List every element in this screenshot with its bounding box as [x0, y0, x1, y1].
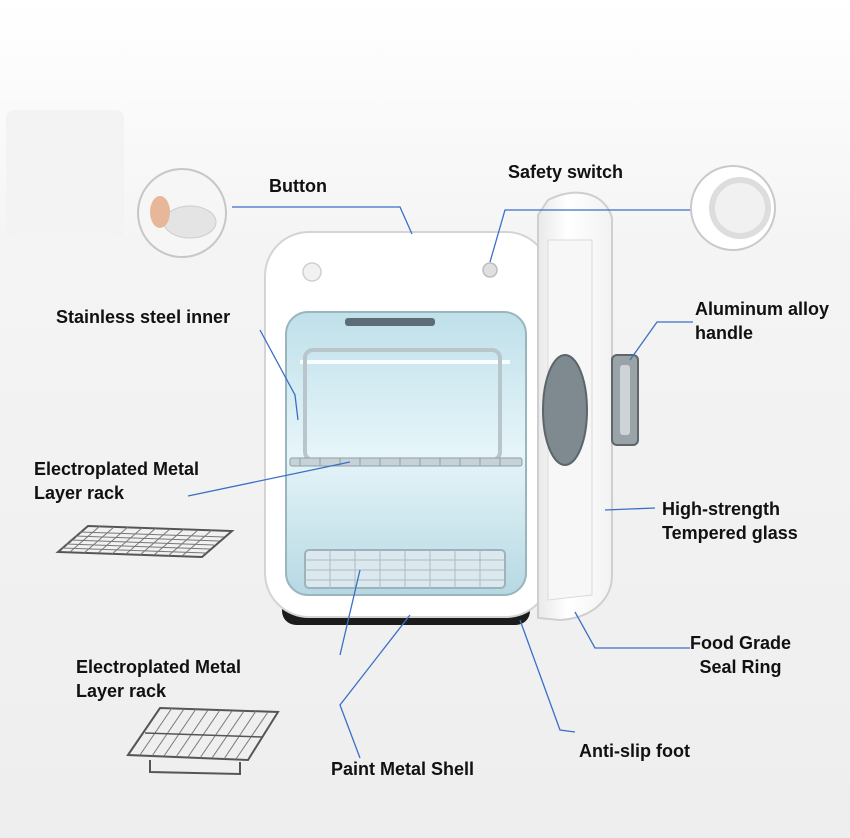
- stainless-inner-cavity: [285, 311, 527, 596]
- label-anti-slip: Anti-slip foot: [579, 741, 690, 761]
- vent-slot: [345, 318, 435, 326]
- backdrop-panel: [6, 110, 124, 238]
- tempered-glass-window: [542, 354, 588, 466]
- leader-tempered-glass: [604, 507, 656, 511]
- touch-button-icon: [163, 205, 217, 239]
- flat-wire-rack-icon: [55, 524, 235, 559]
- leader-seal-ring: [574, 611, 690, 649]
- leader-stainless-inner: [259, 329, 299, 421]
- label-tempered-glass: High-strength Tempered glass: [662, 497, 798, 545]
- label-rack-top-line1: Electroplated Metal: [34, 459, 200, 479]
- leader-rack-top: [187, 461, 351, 497]
- fingertip-icon: [150, 196, 170, 228]
- shell-safety-switch-icon: [482, 262, 498, 278]
- label-tempered-glass-line1: High-strength: [662, 499, 780, 519]
- label-stainless-inner: Stainless steel inner: [56, 307, 231, 327]
- label-safety-switch: Safety switch: [508, 162, 624, 182]
- leader-safety-switch: [489, 209, 690, 263]
- label-aluminum-handle-line1: Aluminum alloy: [695, 299, 830, 319]
- middle-shelf-rack: [289, 457, 523, 467]
- leader-rack-bottom: [339, 569, 361, 656]
- leader-button: [232, 206, 413, 235]
- bottom-grid-wires: [305, 550, 505, 588]
- wire-basket-rack-icon: [126, 706, 280, 776]
- label-paint-shell: Paint Metal Shell: [331, 759, 475, 779]
- label-rack-top: Electroplated Metal Layer rack: [34, 457, 199, 505]
- leader-paint-shell: [339, 614, 411, 759]
- label-button: Button: [269, 176, 327, 196]
- label-seal-ring-line2: Seal Ring: [699, 657, 782, 677]
- middle-shelf-wires: [299, 458, 501, 466]
- handle-grip: [620, 365, 630, 435]
- label-aluminum-handle-line2: handle: [695, 323, 754, 343]
- label-seal-ring: Food Grade Seal Ring: [690, 631, 791, 679]
- uv-light-strip: [300, 360, 510, 364]
- leader-aluminum-handle: [629, 321, 693, 361]
- label-rack-top-line2: Layer rack: [34, 483, 125, 503]
- label-aluminum-handle: Aluminum alloy handle: [695, 297, 829, 345]
- label-rack-bottom-line2: Layer rack: [76, 681, 167, 701]
- leader-lines: [187, 206, 693, 759]
- label-rack-bottom-line1: Electroplated Metal: [76, 657, 242, 677]
- label-tempered-glass-line2: Tempered glass: [662, 523, 798, 543]
- label-seal-ring-line1: Food Grade: [690, 633, 792, 653]
- leader-anti-slip: [519, 619, 576, 733]
- shell-button-icon: [302, 262, 322, 282]
- safety-switch-icon: [709, 177, 771, 239]
- label-rack-bottom: Electroplated Metal Layer rack: [76, 655, 241, 703]
